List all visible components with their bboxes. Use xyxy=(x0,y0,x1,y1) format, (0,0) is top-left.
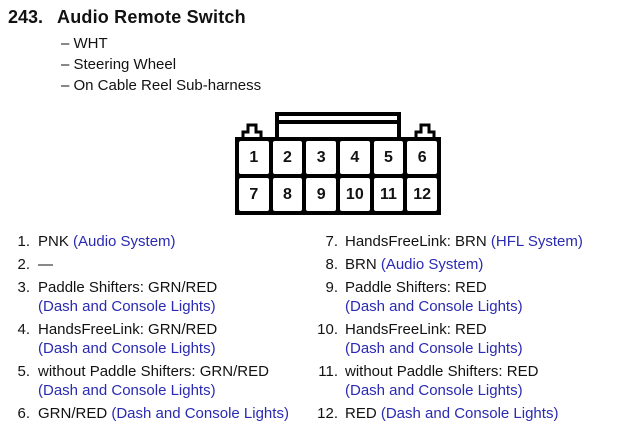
pin-system-note: (HFL System) xyxy=(490,233,583,250)
pin-wire: HandsFreeLink: RED xyxy=(345,321,487,338)
pin-wire: GRN/RED xyxy=(38,405,108,422)
pin-number: 4. xyxy=(17,321,30,338)
pin-system-note: (Audio System) xyxy=(73,233,176,250)
pin-label: HandsFreeLink: RED (Dash and Console Lig… xyxy=(345,320,523,358)
attribute-line: – Steering Wheel xyxy=(61,56,177,73)
pin-label: — xyxy=(38,255,53,274)
pin-item-2: 2. — xyxy=(8,255,315,274)
pin-wire: HandsFreeLink: BRN xyxy=(345,233,487,250)
pin-item-6: 6. GRN/RED (Dash and Console Lights) xyxy=(8,404,315,423)
page-header: 243. Audio Remote Switch xyxy=(8,7,631,28)
pin-system-note: (Dash and Console Lights) xyxy=(345,298,523,315)
pin-cell-11: 11 xyxy=(373,178,404,211)
pin-label: BRN (Audio System) xyxy=(345,255,483,274)
pin-number: 9. xyxy=(325,279,338,296)
pin-item-8: 8. BRN (Audio System) xyxy=(315,255,631,274)
pin-item-1: 1. PNK (Audio System) xyxy=(8,232,315,251)
attribute-line: – WHT xyxy=(61,35,108,52)
pin-system-note: (Dash and Console Lights) xyxy=(345,340,523,357)
pin-wire: Paddle Shifters: GRN/RED xyxy=(38,279,218,296)
pin-number: 1. xyxy=(17,233,30,250)
attribute-line: – On Cable Reel Sub-harness xyxy=(61,77,262,94)
guide-bump-left-icon xyxy=(241,123,263,138)
pin-list-left-column: 1. PNK (Audio System) 2. — 3. Paddle S xyxy=(8,232,315,427)
pin-label: HandsFreeLink: GRN/RED (Dash and Console… xyxy=(38,320,217,358)
pin-number: 10. xyxy=(317,321,338,338)
pin-item-7: 7. HandsFreeLink: BRN (HFL System) xyxy=(315,232,631,251)
pin-cell-8: 8 xyxy=(272,178,303,211)
pin-cell-2: 2 xyxy=(272,141,303,174)
connector-diagram: 1 2 3 4 5 6 7 8 9 10 11 12 xyxy=(235,112,441,215)
section-number: 243. xyxy=(8,7,44,27)
pin-item-12: 12. RED (Dash and Console Lights) xyxy=(315,404,631,423)
pin-number: 5. xyxy=(17,363,30,380)
connector-attributes: – WHT – Steering Wheel – On Cable Reel S… xyxy=(61,33,631,96)
pin-cell-10: 10 xyxy=(339,178,370,211)
pin-system-note: (Dash and Console Lights) xyxy=(38,382,216,399)
pin-cell-12: 12 xyxy=(407,178,437,211)
pin-item-10: 10. HandsFreeLink: RED (Dash and Console… xyxy=(315,320,631,358)
pin-item-5: 5. without Paddle Shifters: GRN/RED (Das… xyxy=(8,362,315,400)
guide-bump-right-icon xyxy=(414,123,436,138)
pin-cell-6: 6 xyxy=(407,141,437,174)
pin-label: Paddle Shifters: GRN/RED (Dash and Conso… xyxy=(38,278,217,316)
pin-system-note: (Audio System) xyxy=(380,256,484,273)
pin-system-note: (Dash and Console Lights) xyxy=(111,405,289,422)
pin-label: GRN/RED (Dash and Console Lights) xyxy=(38,404,289,423)
pin-wire: PNK xyxy=(38,233,69,250)
page-title: Audio Remote Switch xyxy=(57,7,246,27)
pin-item-3: 3. Paddle Shifters: GRN/RED (Dash and Co… xyxy=(8,278,315,316)
pin-wire: without Paddle Shifters: RED xyxy=(345,363,539,380)
pin-system-note: (Dash and Console Lights) xyxy=(38,340,216,357)
pin-label: Paddle Shifters: RED (Dash and Console L… xyxy=(345,278,523,316)
pin-label: RED (Dash and Console Lights) xyxy=(345,404,558,423)
pin-item-9: 9. Paddle Shifters: RED (Dash and Consol… xyxy=(315,278,631,316)
pin-number: 3. xyxy=(17,279,30,296)
pin-number: 6. xyxy=(17,405,30,422)
pin-system-note: (Dash and Console Lights) xyxy=(38,298,216,315)
pin-cell-7: 7 xyxy=(239,178,269,211)
pin-number: 8. xyxy=(325,256,338,273)
pin-number: 12. xyxy=(317,405,338,422)
pin-cell-1: 1 xyxy=(239,141,269,174)
pin-number: 2. xyxy=(17,256,30,273)
pin-wire: without Paddle Shifters: GRN/RED xyxy=(38,363,269,380)
pin-cell-5: 5 xyxy=(373,141,404,174)
pin-label: PNK (Audio System) xyxy=(38,232,176,251)
pin-wire: — xyxy=(38,256,53,273)
pin-item-4: 4. HandsFreeLink: GRN/RED (Dash and Cons… xyxy=(8,320,315,358)
latch-tab xyxy=(275,112,401,138)
pin-wire: HandsFreeLink: GRN/RED xyxy=(38,321,218,338)
pin-cell-9: 9 xyxy=(306,178,336,211)
pin-label: without Paddle Shifters: RED (Dash and C… xyxy=(345,362,538,400)
pin-number: 11. xyxy=(318,363,338,380)
pin-system-note: (Dash and Console Lights) xyxy=(380,405,559,422)
pin-label: HandsFreeLink: BRN (HFL System) xyxy=(345,232,583,251)
pin-number: 7. xyxy=(325,233,338,250)
latch-line xyxy=(279,120,397,124)
pin-list-right-column: 7. HandsFreeLink: BRN (HFL System) 8. BR… xyxy=(315,232,631,427)
pin-wire: Paddle Shifters: RED xyxy=(345,279,487,296)
pin-cell-3: 3 xyxy=(306,141,336,174)
pin-cell-4: 4 xyxy=(339,141,370,174)
pin-list: 1. PNK (Audio System) 2. — 3. Paddle S xyxy=(8,232,631,427)
pin-item-11: 11. without Paddle Shifters: RED (Dash a… xyxy=(315,362,631,400)
pin-wire: RED xyxy=(345,405,377,422)
pin-system-note: (Dash and Console Lights) xyxy=(345,382,523,399)
pin-label: without Paddle Shifters: GRN/RED (Dash a… xyxy=(38,362,269,400)
pin-wire: BRN xyxy=(345,256,377,273)
connector-body: 1 2 3 4 5 6 7 8 9 10 11 12 xyxy=(235,137,441,215)
